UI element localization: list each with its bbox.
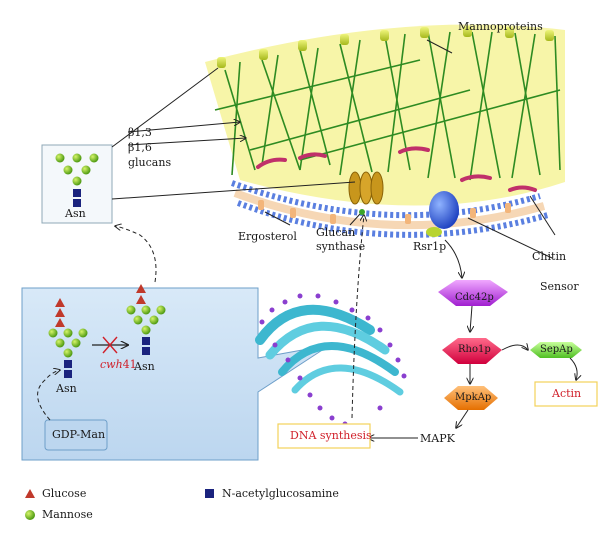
connector-lines	[111, 39, 556, 259]
node-rho1p: Rho1p	[458, 344, 491, 355]
golgi-stack	[255, 293, 407, 427]
sensor-protein	[426, 191, 459, 237]
label-glucans: glucans	[128, 156, 172, 169]
label-beta16: β1,6	[128, 141, 152, 154]
box-dna-synthesis: DNA synthesis	[290, 429, 372, 442]
label-sensor: Sensor	[540, 280, 579, 293]
cwh41-number: 41	[122, 358, 137, 371]
label-beta13: β1,3	[128, 126, 152, 139]
secretion-arrow	[115, 226, 157, 283]
chitin-arcs	[256, 146, 537, 192]
glucan-fibres	[214, 31, 561, 181]
label-gdp-man: GDP-Man	[52, 428, 106, 441]
label-asn-top: Asn	[65, 207, 86, 220]
node-cdc42p: Cdc42p	[455, 292, 494, 303]
legend-mannose: Mannose	[42, 508, 93, 521]
legend-nacetyl: N-acetylglucosamine	[222, 487, 339, 500]
label-mapk: MAPK	[420, 432, 455, 445]
box-actin: Actin	[552, 387, 582, 400]
glucan-synthase-complex	[348, 171, 384, 215]
legend-marks	[25, 489, 214, 520]
signaling-pathway	[277, 239, 598, 449]
label-cwh41: cwh41	[100, 358, 137, 371]
label-synthase: synthase	[316, 240, 366, 253]
cwh41-prefix: cwh	[100, 358, 123, 371]
cell-wall	[205, 24, 565, 206]
nglycan-box	[41, 144, 113, 224]
label-chitin: Chitin	[532, 250, 567, 263]
label-glucan: Glucan	[316, 226, 356, 239]
legend-glucose: Glucose	[42, 487, 87, 500]
vesicle-arrow	[351, 215, 364, 419]
node-mpkap: MpkAp	[455, 392, 492, 403]
label-ergosterol: Ergosterol	[238, 230, 297, 243]
label-asn-right: Asn	[134, 360, 155, 373]
label-asn-left: Asn	[56, 382, 77, 395]
plasma-membrane	[230, 180, 549, 238]
node-sepap: SepAp	[540, 344, 573, 355]
label-mannoproteins: Mannoproteins	[458, 20, 543, 33]
er-inset-box	[21, 284, 331, 461]
mannoprotein-marks	[217, 26, 554, 68]
label-rsr1p: Rsr1p	[413, 240, 447, 253]
